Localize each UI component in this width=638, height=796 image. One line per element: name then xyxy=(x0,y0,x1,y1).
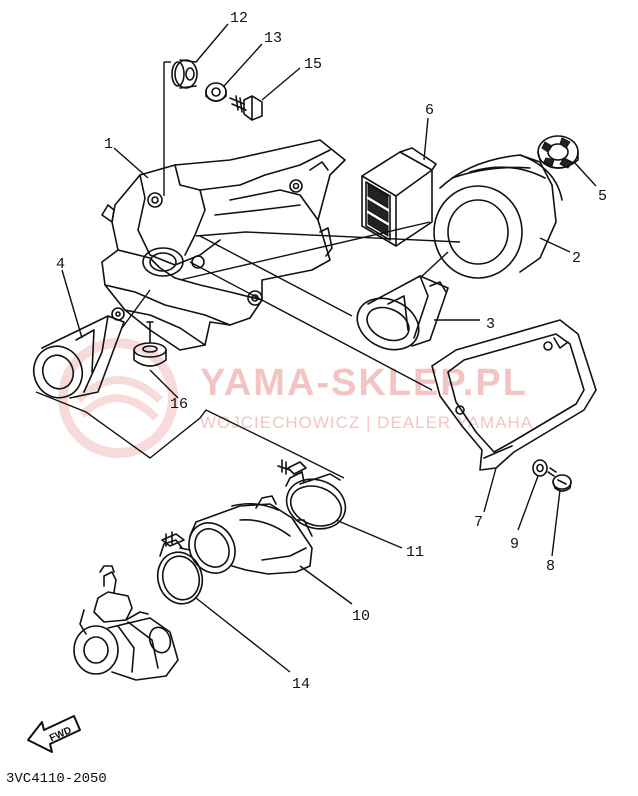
callout-5: 5 xyxy=(598,188,607,205)
part-10-joint xyxy=(188,495,313,575)
forward-arrow-icon: FWD xyxy=(27,715,81,753)
part-2-air-cleaner-element xyxy=(433,154,563,279)
diagram-code: 3VC4110-2050 xyxy=(6,771,107,787)
part-13-collar xyxy=(205,82,227,102)
part-3-element-holder xyxy=(356,275,449,351)
watermark: YAMA-SKLEP.PL WOJCIECHOWICZ | DEALER YAM… xyxy=(58,338,533,458)
callout-16: 16 xyxy=(170,396,188,413)
callout-4: 4 xyxy=(56,256,65,273)
callout-14: 14 xyxy=(292,676,310,693)
carburetor-reference xyxy=(73,565,179,681)
callout-13: 13 xyxy=(264,30,282,47)
callout-10: 10 xyxy=(352,608,370,625)
fwd-label: FWD xyxy=(48,725,73,744)
part-6-element-guide xyxy=(361,147,437,247)
part-5-element-cap xyxy=(537,135,579,169)
watermark-subtitle: WOJCIECHOWICZ | DEALER YAMAHA xyxy=(200,413,533,432)
watermark-brand: YAMA-SKLEP.PL xyxy=(200,362,528,404)
part-12-grommet xyxy=(171,59,198,89)
callout-2: 2 xyxy=(572,250,581,267)
callout-7: 7 xyxy=(474,514,483,531)
callout-9: 9 xyxy=(510,536,519,553)
leader-lines xyxy=(35,23,597,673)
callouts: 1 2 3 4 5 6 7 8 9 10 11 12 13 14 15 16 xyxy=(56,10,607,693)
part-8-screw xyxy=(547,467,572,492)
part-9-washer xyxy=(532,459,548,477)
callout-8: 8 xyxy=(546,558,555,575)
callout-1: 1 xyxy=(104,136,113,153)
part-14-hose-clamp xyxy=(156,531,204,605)
callout-11: 11 xyxy=(406,544,424,561)
part-1-air-filter-case xyxy=(101,139,346,351)
part-16-damper xyxy=(133,321,167,367)
callout-12: 12 xyxy=(230,10,248,27)
part-15-bolt xyxy=(229,95,263,121)
callout-6: 6 xyxy=(425,102,434,119)
part-7-case-cover xyxy=(431,319,597,471)
callout-15: 15 xyxy=(304,56,322,73)
callout-3: 3 xyxy=(486,316,495,333)
part-11-hose-clamp xyxy=(277,459,347,530)
